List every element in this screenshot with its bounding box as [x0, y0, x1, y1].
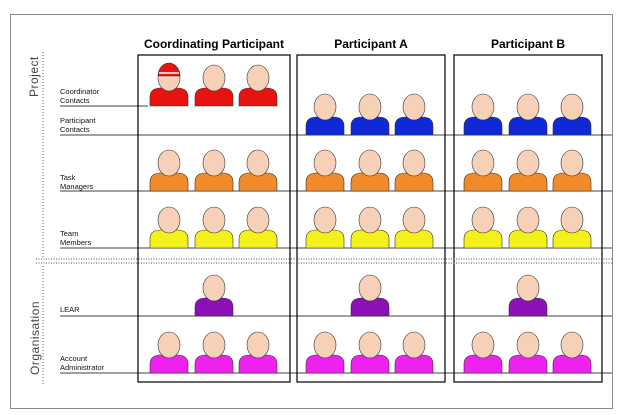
team-member-person: [350, 206, 390, 249]
account-administrator-person: [350, 331, 390, 374]
row-label-team-members: Team Members: [60, 229, 92, 247]
coordinator-contact-person: [149, 62, 189, 107]
lear-person: [508, 274, 548, 317]
team-member-person: [149, 206, 189, 249]
row-label-coordinator-contacts: Coordinator Contacts: [60, 87, 100, 105]
row-label-task-managers: Task Managers: [60, 173, 94, 191]
task-manager-person: [149, 149, 189, 192]
row-label-lear: LEAR: [60, 305, 80, 314]
task-manager-person: [194, 149, 234, 192]
team-member-person: [305, 206, 345, 249]
account-administrator-person: [508, 331, 548, 374]
column-box-2: [453, 54, 603, 383]
account-administrator-person: [463, 331, 503, 374]
participant-contact-person: [508, 93, 548, 136]
team-member-person: [508, 206, 548, 249]
account-administrator-person: [238, 331, 278, 374]
column-box-0: [137, 54, 291, 383]
diagram-frame: [10, 14, 613, 409]
participant-contact-person: [463, 93, 503, 136]
lear-person: [194, 274, 234, 317]
team-member-person: [194, 206, 234, 249]
team-member-person: [394, 206, 434, 249]
coordinator-contact-person: [194, 64, 234, 107]
row-label-account-administrator: Account Administrator: [60, 354, 105, 372]
team-member-person: [238, 206, 278, 249]
participant-contact-person: [552, 93, 592, 136]
team-member-person: [463, 206, 503, 249]
column-header-participant-b: Participant B: [490, 37, 565, 51]
participant-contact-person: [305, 93, 345, 136]
participant-contact-person: [350, 93, 390, 136]
account-administrator-person: [305, 331, 345, 374]
account-administrator-person: [394, 331, 434, 374]
account-administrator-person: [149, 331, 189, 374]
task-manager-person: [394, 149, 434, 192]
task-manager-person: [305, 149, 345, 192]
task-manager-person: [552, 149, 592, 192]
coordinator-contact-person: [238, 64, 278, 107]
column-box-1: [296, 54, 446, 383]
task-manager-person: [463, 149, 503, 192]
account-administrator-person: [194, 331, 234, 374]
account-administrator-person: [552, 331, 592, 374]
row-label-participant-contacts: Participant Contacts: [60, 116, 96, 134]
column-header-coordinating: Coordinating Participant: [143, 37, 284, 51]
task-manager-person: [508, 149, 548, 192]
task-manager-person: [238, 149, 278, 192]
lear-person: [350, 274, 390, 317]
team-member-person: [552, 206, 592, 249]
participant-contact-person: [394, 93, 434, 136]
column-header-participant-a: Participant A: [334, 37, 408, 51]
task-manager-person: [350, 149, 390, 192]
